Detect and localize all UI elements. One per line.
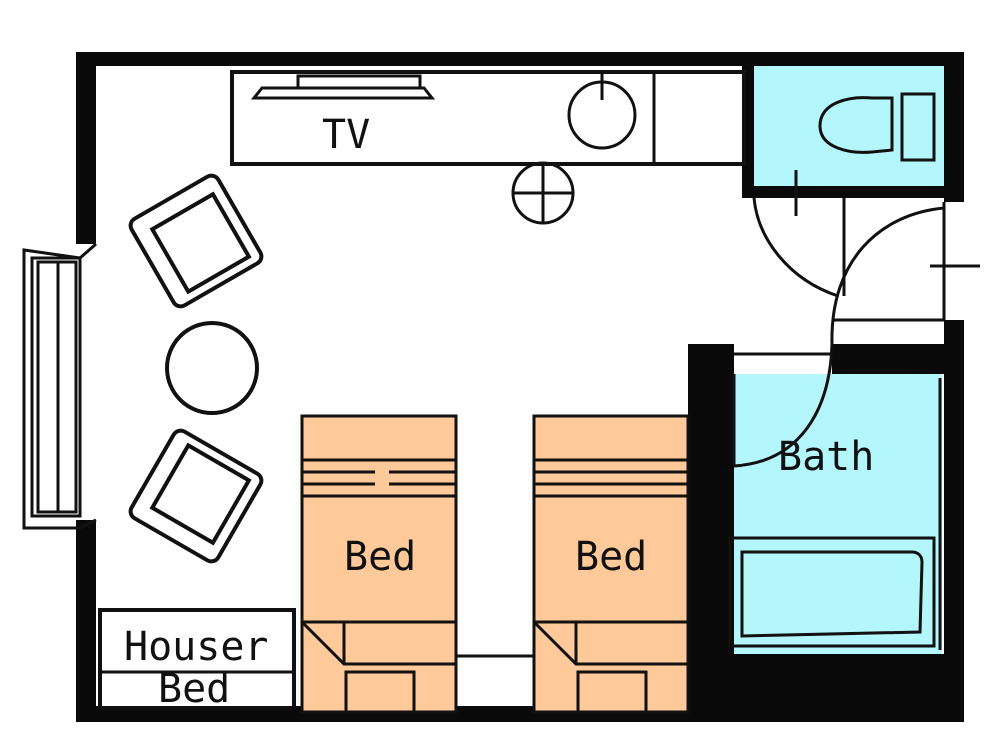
bathroom (722, 374, 942, 654)
extra-bed: Houser Bed (98, 608, 296, 712)
bath-door (732, 343, 834, 468)
extra-bed-label-line2: Bed (158, 666, 230, 712)
toilet-room (752, 66, 944, 192)
tv-icon (250, 86, 436, 100)
bathroom-fixtures (728, 378, 942, 650)
stool (511, 161, 575, 225)
window (22, 242, 97, 530)
toilet-icon (818, 92, 936, 162)
armchair-bottom (128, 428, 264, 564)
tv-desk: TV (230, 70, 746, 166)
round-table (165, 321, 259, 415)
entry-door (830, 202, 980, 345)
extra-bed-label-line1: Houser (124, 624, 269, 670)
bed-right: Bed (532, 414, 690, 714)
bed-left: Bed (300, 414, 458, 714)
bed-right-label: Bed (575, 534, 647, 580)
bed-left-label: Bed (344, 534, 416, 580)
tv-label: TV (322, 112, 370, 158)
bath-label: Bath (778, 434, 874, 480)
armchair-top (128, 173, 264, 309)
bath-walls (688, 344, 960, 714)
bathtub-icon (740, 550, 924, 638)
